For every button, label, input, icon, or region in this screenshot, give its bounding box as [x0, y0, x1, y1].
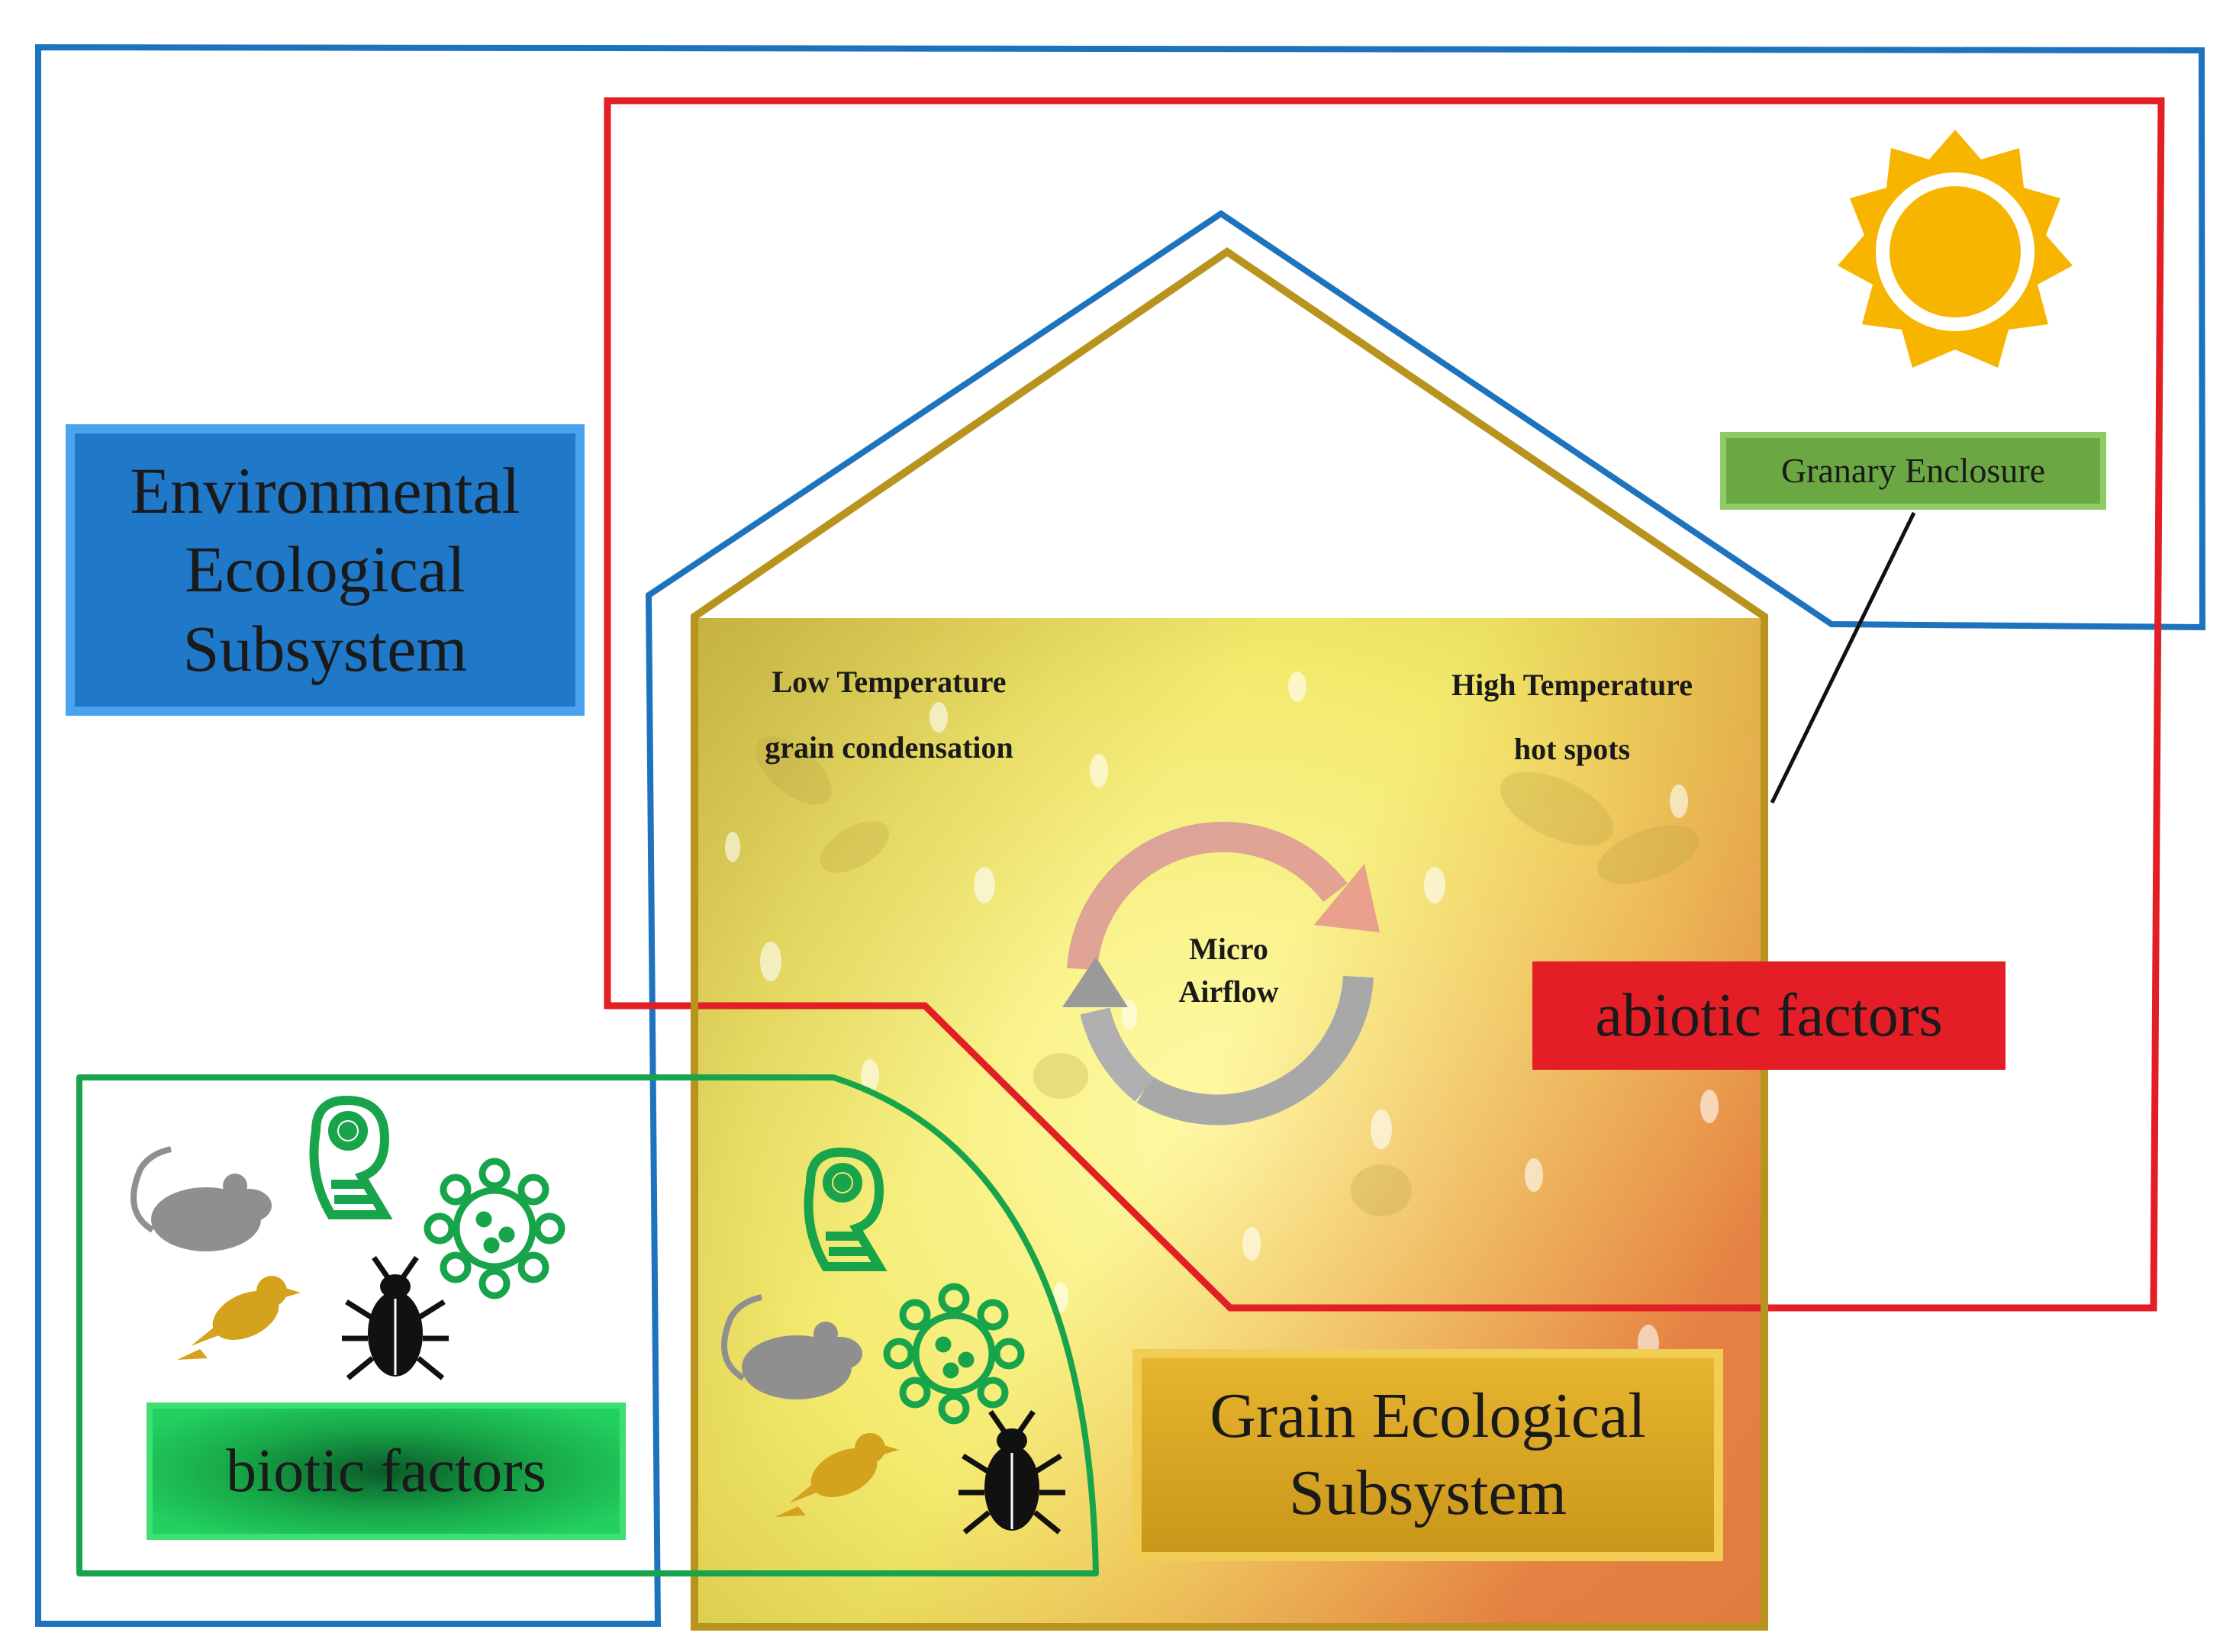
biotic-label: biotic factors: [226, 1438, 546, 1505]
micro-airflow-cycle: [1062, 821, 1380, 1125]
abiotic-box: [1532, 961, 2006, 1070]
airflow-label: Airflow: [1178, 974, 1279, 1009]
abiotic-boundary: [604, 97, 2165, 1312]
mouse-icon: [721, 1294, 862, 1399]
bird-icon: [775, 1433, 899, 1517]
micro-label: Micro: [1189, 932, 1268, 966]
organisms-outside: [130, 1095, 565, 1380]
sun-icon: [1838, 130, 2073, 368]
high-temperature-label: High Temperature: [1451, 668, 1693, 702]
beetle-icon: [958, 1410, 1065, 1534]
biotic-box: [147, 1402, 626, 1540]
airflow-arrowhead-top: [1314, 864, 1380, 932]
airflow-arrow-right: [1136, 975, 1374, 1125]
mouse-icon: [130, 1146, 272, 1251]
airflow-arrowhead-left: [1062, 957, 1128, 1007]
airflow-arrow-left: [1080, 1007, 1155, 1102]
virus-icon: [883, 1283, 1025, 1425]
low-temperature-label: Low Temperature: [772, 665, 1007, 699]
biotic-boundary: [76, 1074, 1099, 1576]
beetle-icon: [342, 1256, 449, 1380]
chameleon-icon: [309, 1095, 393, 1219]
granary-label: Granary Enclosure: [1780, 451, 2046, 491]
airflow-arrow-top: [1067, 821, 1348, 971]
condensation-label: grain condensation: [765, 730, 1013, 765]
bird-icon: [177, 1276, 301, 1360]
grain-boundary: [691, 246, 1768, 1631]
granary-box: [1720, 432, 2106, 510]
grain-kernels: [755, 736, 1699, 1216]
environmental-boundary: [35, 43, 2206, 1627]
abiotic-label: abiotic factors: [1595, 982, 1943, 1049]
organisms-in-grain: [721, 1147, 1065, 1534]
environmental-box: [66, 424, 585, 716]
granary-callout-line: [1770, 511, 1916, 804]
chameleon-icon: [804, 1147, 888, 1271]
hot-spots-label: hot spots: [1513, 732, 1631, 766]
grain-label: Grain Ecological Subsystem: [1210, 1380, 1646, 1528]
environmental-label: Environmental Ecological Subsystem: [130, 454, 520, 685]
virus-icon: [424, 1158, 565, 1299]
grain-box: [1132, 1349, 1723, 1561]
